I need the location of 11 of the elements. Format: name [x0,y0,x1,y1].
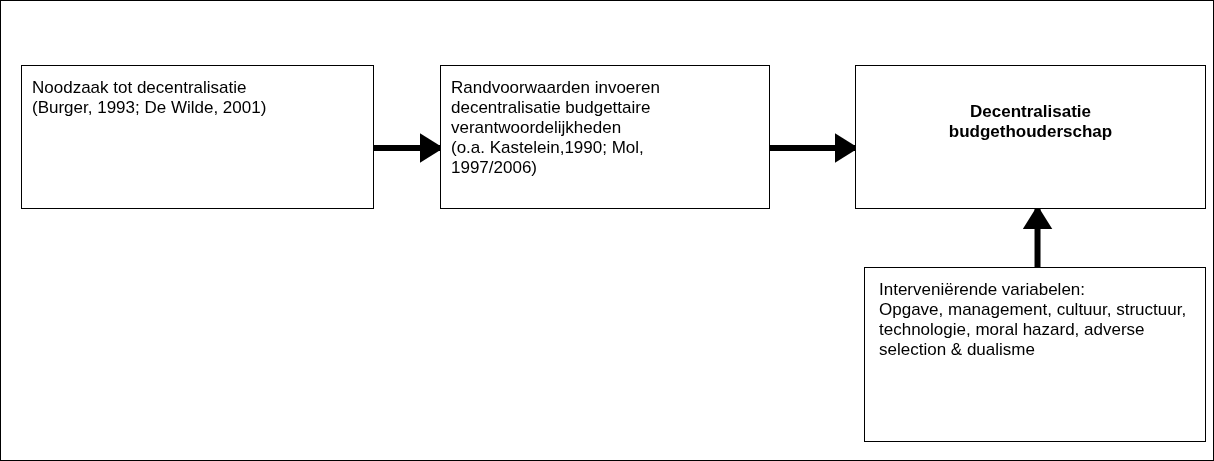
box-text: (o.a. Kastelein,1990; Mol, 1997/2006) [451,138,645,178]
box-text: Decentralisatie budgethouderschap [947,102,1114,142]
box-text: Opgave, management, cultuur, structuur, technologie, moral hazard, adverse selection & dualisme [879,300,1188,360]
process-box [864,267,1206,442]
box-text: Interveniërende variabelen: [879,280,1086,300]
process-box [440,65,770,209]
process-box [855,65,1206,209]
box-text: Randvoorwaarden invoeren decentralisatie budgettaire verantwoordelijkheden [451,78,661,138]
box-text: (Burger, 1993; De Wilde, 2001) [32,98,267,118]
box-text: Noodzaak tot decentralisatie [32,78,247,98]
process-box [21,65,374,209]
